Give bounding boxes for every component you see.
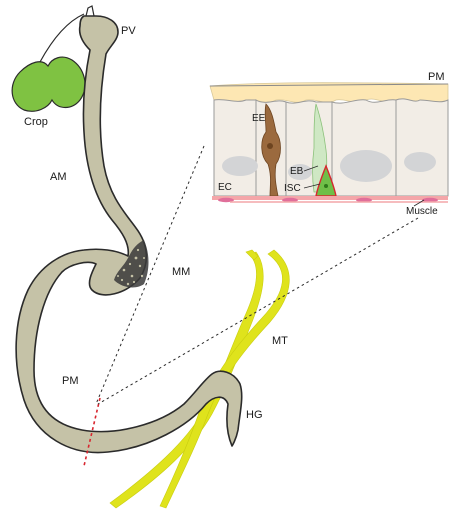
epithelium-inset <box>209 82 449 207</box>
label-isc: ISC <box>284 183 301 194</box>
crop-lobes <box>11 56 86 112</box>
tubule-left <box>109 251 264 509</box>
malpighian-tubules <box>109 249 290 509</box>
label-ec: EC <box>218 182 232 193</box>
copper-cell-region <box>114 240 149 288</box>
nuclei <box>222 150 436 182</box>
crop-duct <box>39 13 85 63</box>
label-mt: MT <box>272 335 288 347</box>
projection-lines <box>95 145 419 405</box>
label-muscle: Muscle <box>406 206 438 217</box>
crop <box>11 13 86 112</box>
label-pv: PV <box>121 25 136 37</box>
label-hg: HG <box>246 409 263 421</box>
basement-membrane <box>212 196 448 200</box>
label-pm-inset: PM <box>428 71 445 83</box>
label-ee: EE <box>252 113 266 124</box>
label-pm-gut: PM <box>62 375 79 387</box>
label-eb: EB <box>290 166 304 177</box>
label-am: AM <box>50 171 67 183</box>
isc-cell <box>315 164 337 197</box>
tubule-top <box>245 249 259 261</box>
muscle-fibers <box>218 197 438 203</box>
label-mm: MM <box>172 266 190 278</box>
label-crop: Crop <box>24 116 48 128</box>
proventriculus-stub <box>85 5 95 17</box>
